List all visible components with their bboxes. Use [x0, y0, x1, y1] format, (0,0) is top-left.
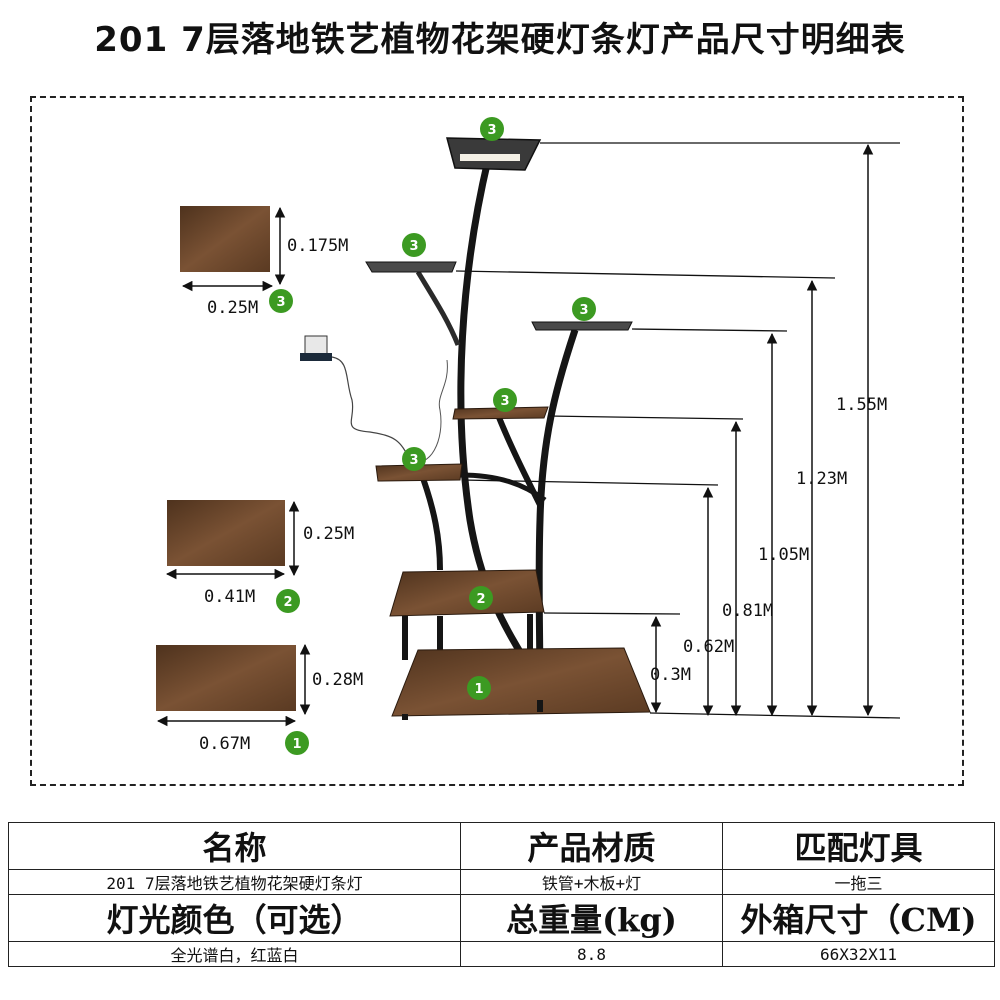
box-size-value: 66X32X11	[722, 941, 995, 967]
iron-stem	[417, 468, 443, 571]
board-medium-width: 0.41M	[204, 587, 255, 607]
board-large-width: 0.67M	[199, 734, 250, 754]
svg-text:3: 3	[500, 394, 509, 409]
badge-icon	[402, 233, 426, 257]
iron-stem	[459, 472, 547, 503]
wood-board-image	[156, 645, 296, 711]
board-sample-medium: 0.25M 0.41M 2	[165, 500, 354, 613]
light-color-value: 全光谱白，红蓝白	[8, 941, 461, 967]
header-lamp: 匹配灯具	[722, 822, 995, 870]
height-dimensions: 1.55M 1.23M 1.05M 0.81M 0.62M 0.3M	[650, 143, 887, 717]
iron-stem	[415, 270, 461, 346]
height-1-23: 1.23M	[796, 469, 847, 489]
page-title: 201 7层落地铁艺植物花架硬灯条灯产品尺寸明细表	[94, 20, 906, 60]
height-guides	[455, 142, 901, 719]
svg-text:2: 2	[476, 592, 485, 607]
svg-text:2: 2	[283, 595, 292, 610]
power-cord	[331, 356, 411, 461]
light-bar-icon	[460, 154, 520, 161]
lamp-value: 一拖三	[722, 869, 995, 895]
wood-board-image	[180, 206, 270, 272]
svg-text:1: 1	[474, 682, 483, 697]
wood-board-image	[167, 500, 285, 566]
spec-table: 名称 产品材质 匹配灯具 201 7层落地铁艺植物花架硬灯条灯 铁管+木板+灯 …	[8, 822, 995, 967]
power-adapter-icon	[304, 335, 328, 355]
material-value: 铁管+木板+灯	[460, 869, 723, 895]
plant-stand-illustration	[300, 137, 651, 720]
header-light-color: 灯光颜色（可选）	[8, 894, 461, 942]
shelf-badges: 3 3 3 3 3 2 1	[402, 117, 596, 700]
svg-text:3: 3	[579, 303, 588, 318]
shelf-board	[375, 463, 463, 482]
height-1-05: 1.05M	[758, 545, 809, 565]
svg-text:3: 3	[409, 453, 418, 468]
svg-text:3: 3	[276, 295, 285, 310]
shelf-light-left	[365, 261, 457, 273]
header-material: 产品材质	[460, 822, 723, 870]
shelf-board	[391, 647, 651, 717]
board-small-width: 0.25M	[207, 298, 258, 318]
height-0-81: 0.81M	[722, 601, 773, 621]
header-name: 名称	[8, 822, 461, 870]
table-row: 全光谱白，红蓝白 8.8 66X32X11	[8, 941, 995, 967]
header-weight: 总重量(kg)	[460, 894, 723, 942]
shelf-light-right	[531, 321, 633, 331]
badge-icon	[469, 586, 493, 610]
svg-text:3: 3	[409, 239, 418, 254]
height-1-55: 1.55M	[836, 395, 887, 415]
product-name-value: 201 7层落地铁艺植物花架硬灯条灯	[8, 869, 461, 895]
badge-icon	[402, 447, 426, 471]
table-header-row: 名称 产品材质 匹配灯具	[8, 822, 995, 870]
badge-icon	[572, 297, 596, 321]
badge-icon	[480, 117, 504, 141]
iron-stem	[535, 328, 579, 701]
shelf-board	[452, 406, 549, 420]
badge-icon	[467, 676, 491, 700]
header-box-size: 外箱尺寸（CM)	[722, 894, 995, 942]
table-header-row: 灯光颜色（可选） 总重量(kg) 外箱尺寸（CM)	[8, 894, 995, 942]
svg-text:1: 1	[292, 737, 301, 752]
board-sample-large: 0.28M 0.67M 1	[156, 643, 363, 755]
board-sample-small: 0.175M 0.25M 3	[180, 206, 348, 318]
badge-icon	[276, 589, 300, 613]
shelf-board	[389, 569, 545, 617]
badge-icon	[493, 388, 517, 412]
badge-icon	[269, 289, 293, 313]
board-small-depth: 0.175M	[287, 236, 348, 256]
weight-value: 8.8	[460, 941, 723, 967]
svg-text:3: 3	[487, 123, 496, 138]
table-row: 201 7层落地铁艺植物花架硬灯条灯 铁管+木板+灯 一拖三	[8, 869, 995, 895]
diagram-frame	[30, 96, 964, 786]
height-0-62: 0.62M	[683, 637, 734, 657]
board-large-depth: 0.28M	[312, 670, 363, 690]
badge-icon	[285, 731, 309, 755]
board-medium-depth: 0.25M	[303, 524, 354, 544]
height-0-3: 0.3M	[650, 665, 691, 685]
